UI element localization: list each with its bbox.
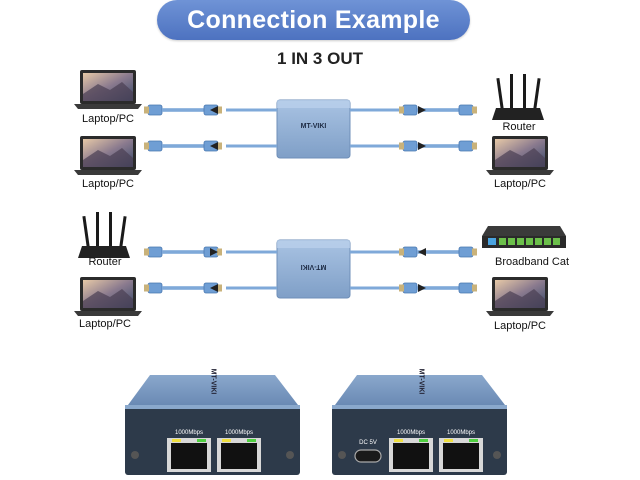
product-unit-left [125,375,300,475]
laptop-icon [486,277,554,316]
port-label: 1000Mbps [396,430,426,436]
diagram-1 [74,70,554,175]
device-label: Laptop/PC [82,113,134,125]
screw-icon [338,451,346,459]
arrow-left-icon [210,142,218,150]
laptop-icon [74,70,142,109]
arrow-left-icon [418,248,426,256]
usb-c-port-icon [354,449,382,463]
switch-brand: MT-VIKI [300,123,327,130]
device-label: Laptop/PC [494,320,546,332]
diagram-2 [74,212,566,316]
arrow-right-icon [418,106,426,114]
title-text: Connection Example [187,5,440,34]
device-label: Router [502,121,536,133]
ethernet-port-icon [439,438,483,472]
device-label: Laptop/PC [79,318,131,330]
cable [398,282,478,294]
ethernet-port-icon [167,438,211,472]
unit-brand: MT-VIKI [417,368,425,395]
cable [398,140,478,152]
device-label: Router [88,256,122,268]
arrow-right-icon [418,284,426,292]
subtitle: 1 IN 3 OUT [277,49,363,68]
arrow-right-icon [210,248,218,256]
switch-1 [276,99,351,159]
device-label: Broadband Cat [495,256,569,268]
arrow-right-icon [418,142,426,150]
router-icon [492,74,544,120]
arrow-left-icon [210,284,218,292]
ethernet-port-icon [389,438,433,472]
router-icon [78,212,130,258]
arrow-left-icon [210,106,218,114]
screw-icon [131,451,139,459]
screw-icon [286,451,294,459]
port-label: 1000Mbps [174,430,204,436]
cable [398,104,478,116]
laptop-icon [74,136,142,175]
device-label: Laptop/PC [82,178,134,190]
switch-2 [276,239,351,299]
screw-icon [493,451,501,459]
power-label: DC 5V [359,440,377,446]
port-label: 1000Mbps [224,430,254,436]
modem-icon [482,226,566,248]
port-label: 1000Mbps [446,430,476,436]
device-label: Laptop/PC [494,178,546,190]
product-unit-right [332,375,507,475]
unit-brand: MT-VIKI [209,368,217,395]
laptop-icon [486,136,554,175]
ethernet-port-icon [217,438,261,472]
title-banner: Connection Example [157,0,470,40]
laptop-icon [74,277,142,316]
cable [398,246,478,258]
switch-brand: MT-VIKI [300,263,327,270]
